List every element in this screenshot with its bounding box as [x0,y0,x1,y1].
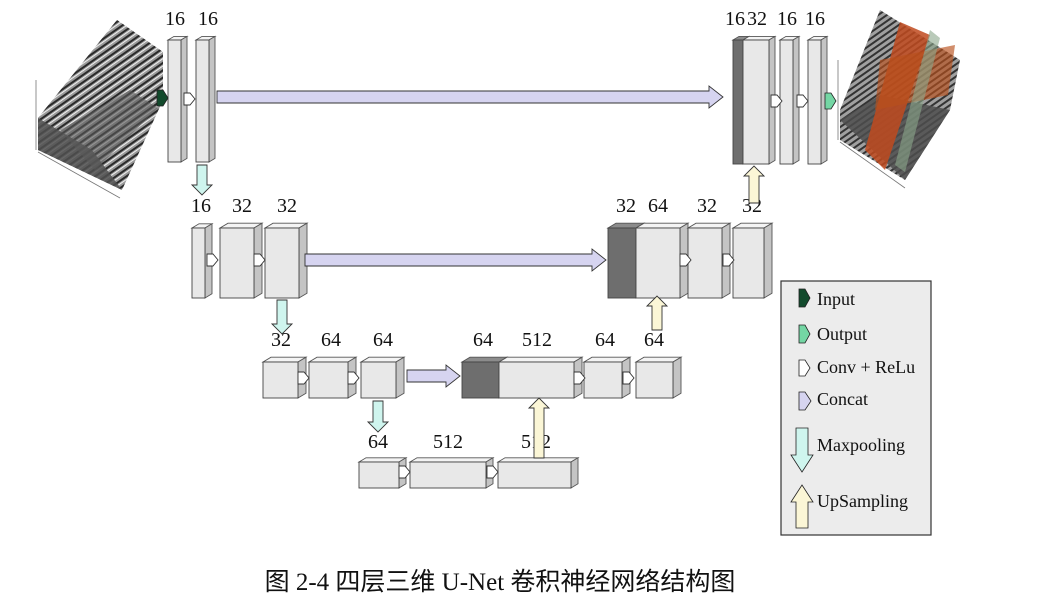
conv-arrow-dec3-b [622,371,635,385]
conv-arrow-enc3-b [347,371,360,385]
legend-output-icon [798,324,811,344]
block-dec1-1: 32 [741,8,777,165]
block-label-enc1-1: 16 [198,8,218,30]
block-label-enc3-2: 64 [373,329,393,351]
legend-conv-icon [798,359,811,377]
legend-maxpool-icon [790,427,814,473]
legend-input-icon [798,288,811,308]
legend: Input Output Conv + ReLu Concat Maxpooli… [780,280,932,536]
block-enc3-1: 64 [307,329,358,399]
block-label-enc2-2: 32 [277,195,297,217]
block-dec2-2: 32 [686,195,732,299]
block-enc2-1: 32 [218,195,264,299]
output-volume-image [837,10,960,189]
block-label-dec3-0: 64 [473,329,493,351]
input-volume-image [35,20,163,199]
conv-arrow-dec2-a [679,253,692,267]
legend-upsample-label: UpSampling [817,491,908,511]
block-label-enc2-1: 32 [232,195,252,217]
upsample-arrow-3 [742,165,766,204]
block-dec1-2: 16 [777,8,801,165]
block-dec2-3: 32 [731,195,774,299]
block-bottleneck-0: 64 [357,431,408,489]
concat-arrow-level3 [406,364,461,388]
block-enc3-2: 64 [359,329,406,399]
block-label-dec3-1: 512 [522,329,552,351]
block-enc1-0: 16 [165,8,189,163]
conv-arrow-dec3-a [573,371,586,385]
conv-arrow-enc2-b [253,253,266,267]
block-label-dec3-2: 64 [595,329,615,351]
conv-arrow-dec2-b [722,253,735,267]
block-label-bottleneck-1: 512 [433,431,463,453]
block-dec2-1: 64 [634,195,690,299]
block-enc1-1: 16 [194,8,218,163]
block-label-enc1-0: 16 [165,8,185,30]
maxpool-arrow-3 [366,400,390,433]
legend-conv-label: Conv + ReLu [817,357,915,377]
block-enc2-2: 32 [263,195,309,299]
block-enc3-0: 32 [261,329,308,399]
legend-maxpool-label: Maxpooling [817,435,905,455]
block-label-dec3-3: 64 [644,329,664,351]
input-arrow [156,89,169,107]
maxpool-arrow-1 [190,164,214,196]
block-label-enc2-0: 16 [191,195,211,217]
network-blocks: 1616163232326464645125126451264643264323… [165,8,829,489]
block-dec3-1: 512 [497,329,584,399]
block-label-dec2-1: 64 [648,195,668,217]
conv-arrow-enc2-a [206,253,219,267]
block-label-dec1-0: 16 [725,8,745,30]
block-dec1-3: 16 [805,8,829,165]
block-label-dec2-0: 32 [616,195,636,217]
upsample-arrow-1 [527,397,551,459]
legend-concat-icon [798,391,812,411]
conv-arrow-dec1-a [770,94,783,108]
concat-arrow-level2 [304,248,607,272]
block-label-dec1-1: 32 [747,8,767,30]
output-arrow [824,92,837,110]
upsample-arrow-2 [645,295,669,331]
block-dec3-2: 64 [582,329,632,399]
figure-caption: 图 2-4 四层三维 U-Net 卷积神经网络结构图 [264,569,736,596]
block-label-dec1-2: 16 [777,8,797,30]
block-bottleneck-1: 512 [408,431,495,489]
block-label-dec2-2: 32 [697,195,717,217]
legend-upsample-icon [790,484,814,529]
block-dec3-3: 64 [634,329,683,399]
maxpool-arrow-2 [270,299,294,335]
block-label-enc3-1: 64 [321,329,341,351]
legend-concat-label: Concat [817,389,868,409]
legend-input-label: Input [817,289,855,309]
conv-arrow-dec1-b [796,94,809,108]
block-label-enc3-0: 32 [271,329,291,351]
conv-arrow-enc3-a [297,371,310,385]
network-arrows [156,85,837,479]
block-label-dec1-3: 16 [805,8,825,30]
conv-arrow-bott-b [486,465,499,479]
block-label-bottleneck-0: 64 [368,431,388,453]
concat-arrow-level1 [216,85,724,109]
legend-output-label: Output [817,324,867,344]
conv-arrow-enc1 [183,92,196,106]
block-enc2-0: 16 [190,195,214,299]
conv-arrow-bott-a [398,465,411,479]
